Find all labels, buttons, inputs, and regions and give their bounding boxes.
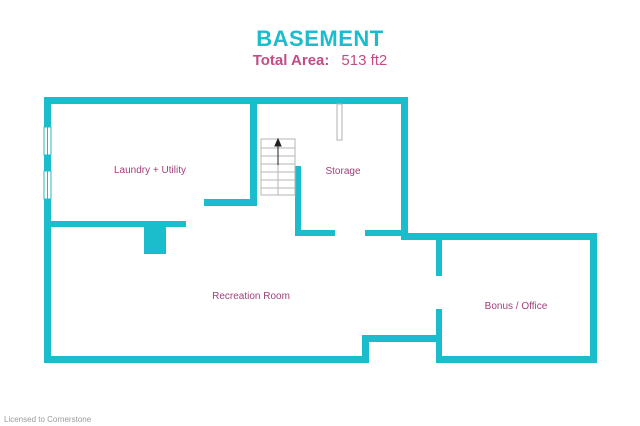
floor-title: BASEMENT [256,26,384,51]
wall-bonus-bottom [436,356,597,363]
walls [44,97,597,363]
window-left [43,126,52,200]
wall-storage-left [295,166,301,236]
total-area: Total Area: 513 ft2 [0,52,640,69]
room-label-bonus: Bonus / Office [485,301,548,312]
total-area-label: Total Area: [252,52,330,69]
room-label-laundry: Laundry + Utility [114,165,186,176]
wall-notch-top [362,335,439,342]
credit-text: Licensed to Cornerstone [4,415,92,424]
wall-bottom-left [44,356,369,363]
wall-laundry-right [250,97,257,206]
storage-shelf [336,103,343,141]
wall-top [44,97,408,104]
room-label-storage: Storage [325,166,360,177]
wall-storage-bottom-left [295,230,335,236]
wall-notch-left [362,335,369,363]
wall-laundry-bottom-right [204,199,257,206]
total-area-value: 513 ft2 [341,52,388,69]
door-gap-marks [335,231,365,235]
room-label-recreation: Recreation Room [212,291,290,302]
wall-bonus-left-bottom [436,309,442,363]
wall-bonus-top [401,233,597,240]
wall-bonus-right [590,233,597,363]
stairs-arrow-icon [274,137,282,165]
wall-left [44,97,51,363]
utility-block [144,221,166,254]
wall-storage-bottom-right [365,230,408,236]
wall-laundry-bottom-left [44,221,186,227]
wall-right-upper [401,97,408,239]
wall-bonus-left-top [436,233,442,276]
